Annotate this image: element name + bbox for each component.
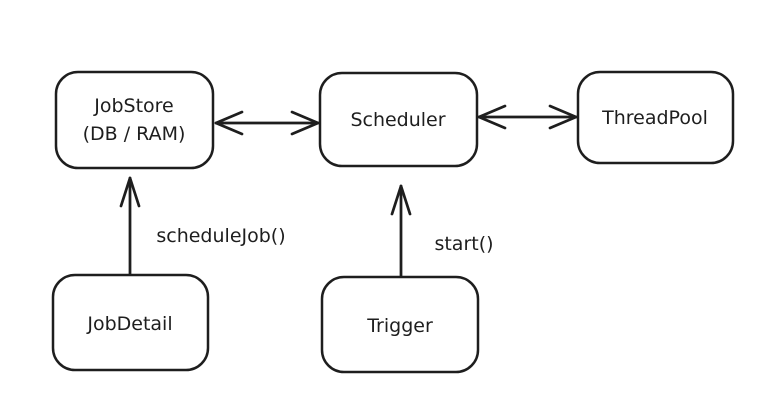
arrowhead-up-icon <box>119 176 141 208</box>
edge-label-schedulejob: scheduleJob() <box>156 225 285 247</box>
node-scheduler-label: Scheduler <box>350 109 445 131</box>
arrowhead-right-icon <box>290 110 320 136</box>
edge-trigger-scheduler: start() <box>390 184 494 290</box>
node-jobstore: JobStore (DB / RAM) <box>54 70 215 170</box>
edge-jobdetail-jobstore: scheduleJob() <box>119 176 286 277</box>
arrowhead-up-icon <box>390 184 412 216</box>
node-trigger-shape <box>320 275 480 374</box>
node-jobdetail: JobDetail <box>51 273 210 372</box>
node-jobdetail-shape <box>51 273 210 372</box>
node-trigger-label: Trigger <box>366 315 433 337</box>
node-threadpool: ThreadPool <box>576 70 735 165</box>
edge-scheduler-threadpool <box>477 104 578 130</box>
node-threadpool-shape <box>576 70 735 165</box>
edge-jobstore-scheduler <box>214 110 320 136</box>
node-jobstore-label-line1: JobStore <box>93 95 174 117</box>
edge-label-start: start() <box>434 233 493 255</box>
node-trigger: Trigger <box>320 275 480 374</box>
node-scheduler: Scheduler <box>318 71 479 168</box>
arrowhead-left-icon <box>214 110 244 136</box>
node-jobstore-shape <box>54 70 215 170</box>
node-scheduler-shape <box>318 71 479 168</box>
node-jobstore-label-line2: (DB / RAM) <box>83 123 186 145</box>
arrowhead-left-icon <box>477 104 507 130</box>
node-jobdetail-label: JobDetail <box>86 313 172 335</box>
node-threadpool-label: ThreadPool <box>601 107 708 129</box>
arrowhead-right-icon <box>548 104 578 130</box>
